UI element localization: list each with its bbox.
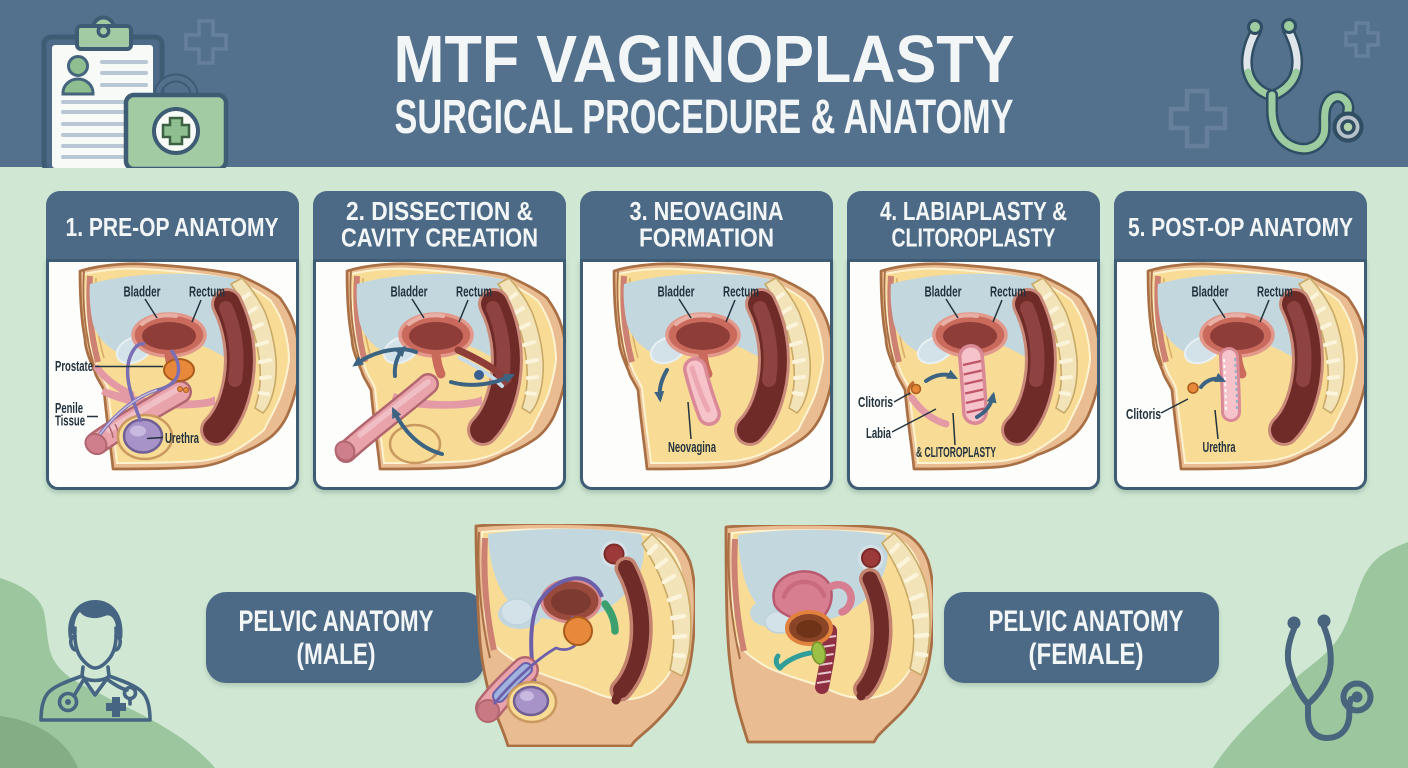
svg-text:Bladder: Bladder [1192, 284, 1229, 301]
svg-text:Tissue: Tissue [55, 413, 85, 430]
svg-text:Rectum: Rectum [189, 284, 225, 301]
svg-text:Prostate: Prostate [55, 358, 93, 375]
svg-text:Bladder: Bladder [925, 284, 962, 301]
svg-text:Bladder: Bladder [391, 284, 428, 301]
svg-text:Rectum: Rectum [990, 284, 1026, 301]
svg-text:Labia: Labia [866, 425, 891, 442]
svg-text:Rectum: Rectum [456, 284, 492, 301]
svg-text:Neovagina: Neovagina [668, 439, 716, 456]
svg-text:Clitoris: Clitoris [1126, 406, 1161, 423]
svg-text:Bladder: Bladder [124, 284, 161, 301]
svg-text:Urethra: Urethra [165, 430, 199, 447]
svg-text:Bladder: Bladder [658, 284, 695, 301]
svg-text:Rectum: Rectum [723, 284, 759, 301]
svg-text:Rectum: Rectum [1257, 284, 1293, 301]
svg-text:& CLITOROPLASTY: & CLITOROPLASTY [916, 444, 996, 461]
svg-text:Clitoris: Clitoris [858, 394, 893, 411]
svg-text:Penile: Penile [55, 400, 83, 417]
svg-text:Urethra: Urethra [1203, 439, 1236, 456]
